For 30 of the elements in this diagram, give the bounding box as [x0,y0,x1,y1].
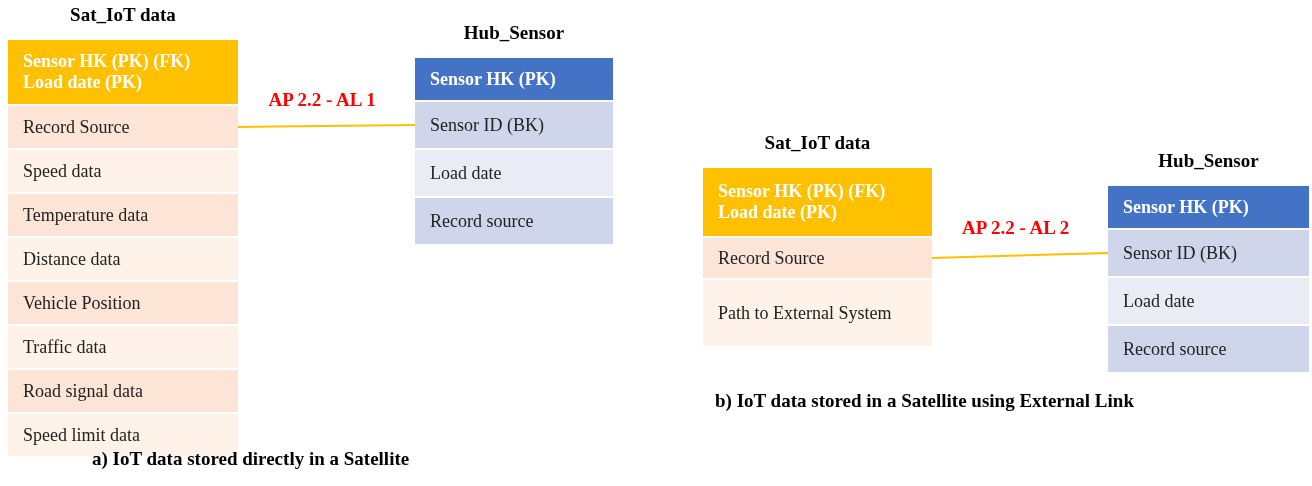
attribute-row: Speed data [8,150,238,192]
attribute-row: Traffic data [8,326,238,368]
attribute-row: Temperature data [8,194,238,236]
attribute-row: Record source [415,198,613,244]
key-field-label: Sensor HK (PK) (FK) [718,181,887,202]
attribute-row: Road signal data [8,370,238,412]
attribute-row: Load date [415,150,613,196]
attribute-row: Load date [1108,278,1309,324]
table-title: Sat_IoT data [763,132,872,154]
key-field-label: Load date (PK) [23,72,143,93]
attribute-row: Sensor ID (BK) [1108,230,1309,276]
key-field-row: Sensor HK (PK) [415,58,613,100]
attribute-row: Record source [1108,326,1309,372]
key-field-row [703,168,932,236]
key-field-label: Load date (PK) [718,202,838,223]
attribute-row: Record Source [8,106,238,148]
attribute-row: Vehicle Position [8,282,238,324]
table-title: Hub_Sensor [462,22,566,44]
key-field-row [8,40,238,104]
attribute-row: Distance data [8,238,238,280]
caption: b) IoT data stored in a Satellite using External Link [715,390,1134,412]
key-field-row: Sensor HK (PK) [1108,186,1309,228]
key-field-label: Sensor HK (PK) (FK) [23,51,192,72]
attribute-row: Sensor ID (BK) [415,102,613,148]
attribute-row: Path to External System [703,280,932,346]
table-title: Hub_Sensor [1157,150,1260,172]
attribute-row: Record Source [703,238,932,278]
table-title: Sat_IoT data [69,4,177,26]
connector-line [237,124,416,128]
connector-line [931,252,1109,259]
